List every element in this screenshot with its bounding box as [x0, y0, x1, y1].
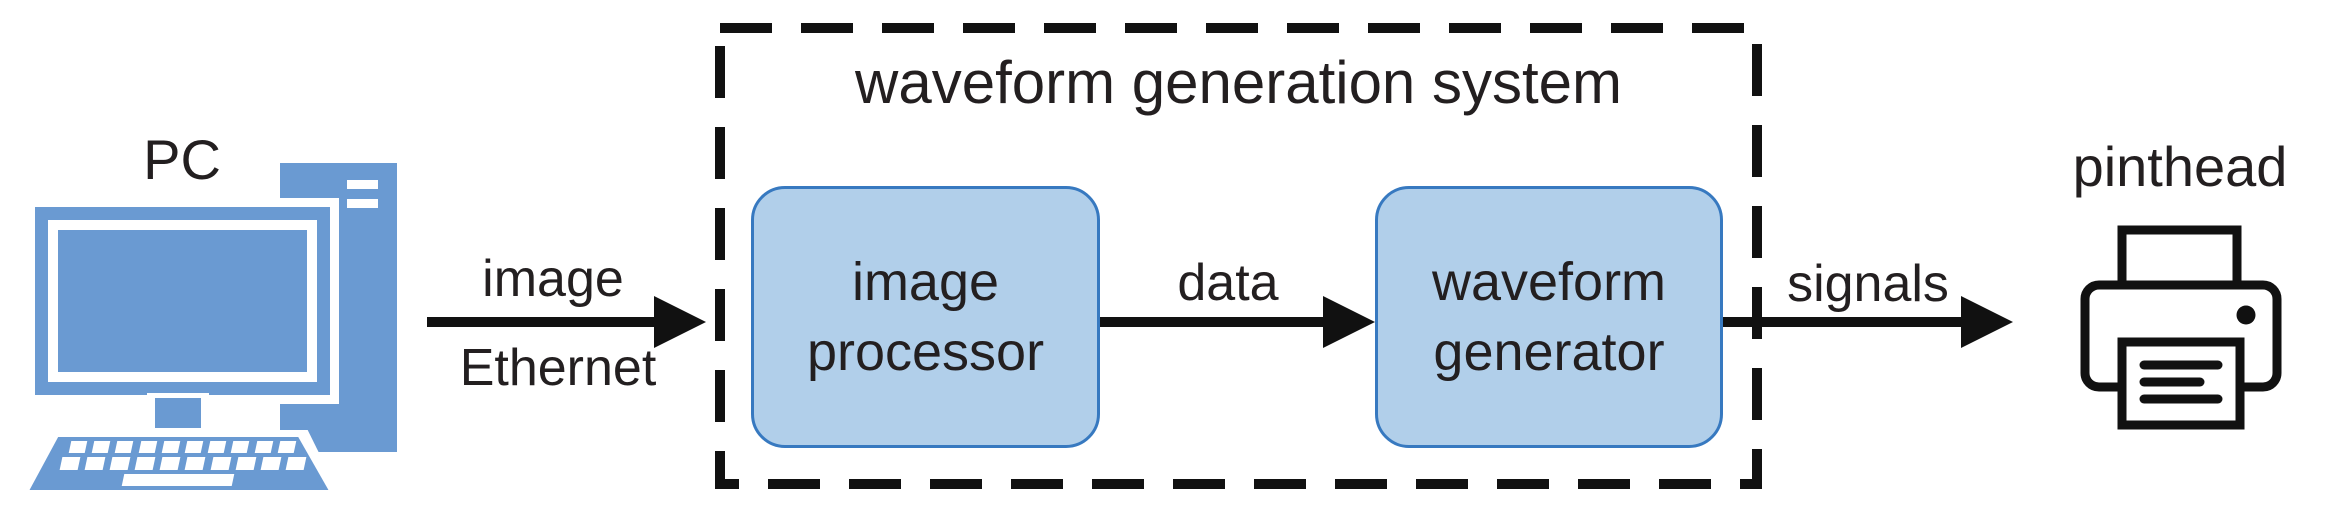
waveform-generator-label: waveform generator	[1431, 251, 1667, 382]
pinthead-label: pinthead	[2072, 135, 2288, 198]
pc-keyboard-spacebar	[121, 474, 235, 486]
pc-stand-shape	[155, 398, 201, 428]
printer-tray-shape	[2117, 225, 2242, 293]
system-title: waveform generation system	[855, 49, 1622, 116]
arrow-pc-to-system	[427, 296, 706, 348]
arrow-label-ethernet: Ethernet	[459, 339, 657, 397]
waveform-generator-box: waveform generator	[1375, 186, 1723, 448]
arrow-label-image: image	[482, 250, 624, 308]
arrow-system-to-pinthead	[1723, 296, 2013, 348]
arrowhead-icon	[654, 296, 706, 348]
arrowhead-icon	[1323, 296, 1375, 348]
printer-light-dot	[2236, 305, 2256, 325]
image-processor-box: image processor	[751, 186, 1100, 448]
arrow-label-data: data	[1177, 254, 1279, 312]
pc-label: PC	[143, 128, 221, 191]
pc-tower-slot	[347, 199, 378, 208]
arrowhead-icon	[1961, 296, 2013, 348]
pc-screen-shape	[58, 230, 307, 372]
image-processor-label: image processor	[806, 251, 1045, 382]
pc-keyboard-keys-row	[68, 441, 297, 453]
pc-keyboard-keys-row	[59, 457, 307, 470]
arrow-processor-to-generator	[1100, 296, 1375, 348]
printer-icon	[2080, 225, 2282, 430]
pc-tower-slot	[347, 180, 378, 189]
arrow-label-signals: signals	[1787, 255, 1949, 313]
system-boundary-dashed-box	[715, 23, 1762, 489]
